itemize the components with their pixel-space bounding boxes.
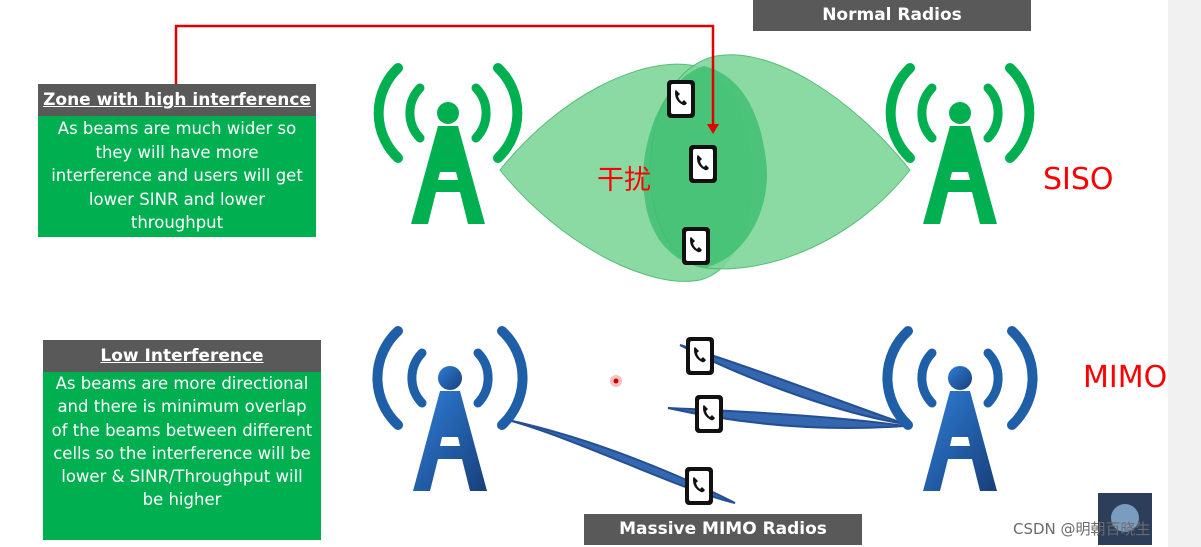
watermark-avatar-glow [1111,504,1139,532]
phone-icon [695,395,723,433]
phone-icon [667,80,695,118]
massive-mimo-radios-title: Massive MIMO Radios [584,514,862,545]
right-margin-strip [1168,0,1201,547]
interference-arrow [174,24,715,128]
antenna-tower-icon [887,331,1032,491]
antenna-tower-icon [379,68,518,224]
high-interference-body: As beams are much wider so they will hav… [38,116,316,237]
phone-icon [685,467,713,505]
phone-icon [682,227,710,265]
antenna-tower-icon [377,331,522,491]
interference-cn-label: 干扰 [597,165,651,196]
mimo-label: MIMO [1083,360,1168,395]
normal-radios-title: Normal Radios [753,0,1031,31]
high-interference-heading: Zone with high interference [38,84,316,116]
blue-beam-1 [507,419,736,504]
pointer-dot-center [613,378,619,384]
siso-label: SISO [1043,162,1114,197]
antenna-tower-icon [891,68,1030,224]
low-interference-body: As beams are more directional and there … [43,372,321,540]
arrow-head [707,124,719,134]
phone-icon [689,145,717,183]
low-interference-heading: Low Interference [43,340,321,372]
watermark-text: CSDN @明朝百晓生 [1013,520,1151,538]
phone-icon [686,337,714,375]
